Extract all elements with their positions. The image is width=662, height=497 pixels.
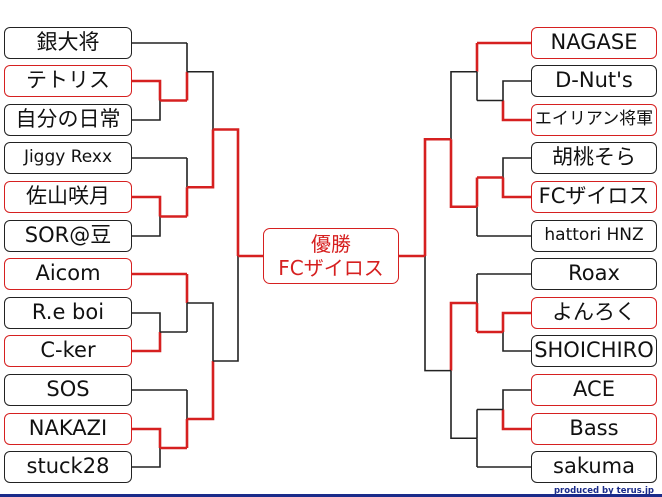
right-r1-4-top [502,389,531,410]
right-r1-3-top [501,311,531,332]
right-team-3[interactable]: エイリアン将軍 [531,104,657,136]
left-r1-1-top [132,79,162,101]
left-team-10[interactable]: SOS [4,374,132,406]
champion-box[interactable]: 優勝 FCザイロス [263,228,399,284]
left-team-3[interactable]: 自分の日常 [4,104,132,136]
left-team-2[interactable]: テトリス [4,65,132,97]
right-team-8[interactable]: よんろく [531,297,657,329]
left-team-8[interactable]: R.e boi [4,297,132,329]
left-team-1[interactable]: 銀大将 [4,27,132,59]
right-final-top [423,137,451,256]
right-r1-2-bottom [501,177,531,199]
right-sf-2-bottom [450,370,477,440]
right-team-9[interactable]: SHOICHIRO [531,335,657,367]
right-team-1[interactable]: NAGASE [531,27,657,59]
right-r1-4-bottom [501,409,531,431]
left-team-7[interactable]: Aicom [4,258,132,290]
right-r1-3-bottom [502,332,531,352]
right-team-4[interactable]: 胡桃そら [531,142,657,174]
left-team-6[interactable]: SOR@豆 [4,220,132,252]
champion-label: 優勝 [311,232,351,256]
right-team-6[interactable]: hattori HNZ [531,220,657,252]
left-team-4[interactable]: Jiggy Rexx [4,142,132,174]
left-team-9[interactable]: C-ker [4,335,132,367]
left-r1-4-top [132,427,162,448]
left-sf-1-top [187,70,214,130]
right-team-11[interactable]: Bass [531,413,657,445]
left-r1-1-bottom [132,100,161,121]
left-r1-4-bottom [132,448,161,468]
right-team-12[interactable]: sakuma [531,451,657,483]
right-team-7[interactable]: Roax [531,258,657,290]
left-r1-3-bottom [132,332,162,353]
right-r1-2-top [502,157,531,178]
left-final-bottom [213,256,239,362]
left-final-top [213,128,240,256]
left-team-5[interactable]: 佐山咲月 [4,181,132,213]
left-sf-2-bottom [187,361,215,421]
right-sf-2-top [449,301,477,371]
right-team-10[interactable]: ACE [531,374,657,406]
left-r1-2-top [132,195,162,217]
right-sf-1-bottom [449,139,477,209]
left-r1-3-top [132,312,161,332]
left-sf-1-bottom [187,129,215,189]
bottom-rule [0,494,662,497]
right-team-2[interactable]: D-Nut's [531,65,657,97]
right-sf-1-top [450,70,477,140]
champion-name: FCザイロス [278,256,384,280]
left-team-12[interactable]: stuck28 [4,451,132,483]
right-team-5[interactable]: FCザイロス [531,181,657,213]
left-team-11[interactable]: NAKAZI [4,413,132,445]
right-r1-1-bottom [501,100,531,122]
credit-text[interactable]: produced by terus.jp [553,486,654,496]
right-r1-1-top [502,80,531,101]
right-final-bottom [424,256,451,372]
left-r1-2-bottom [132,216,161,237]
left-sf-2-top [187,302,214,361]
